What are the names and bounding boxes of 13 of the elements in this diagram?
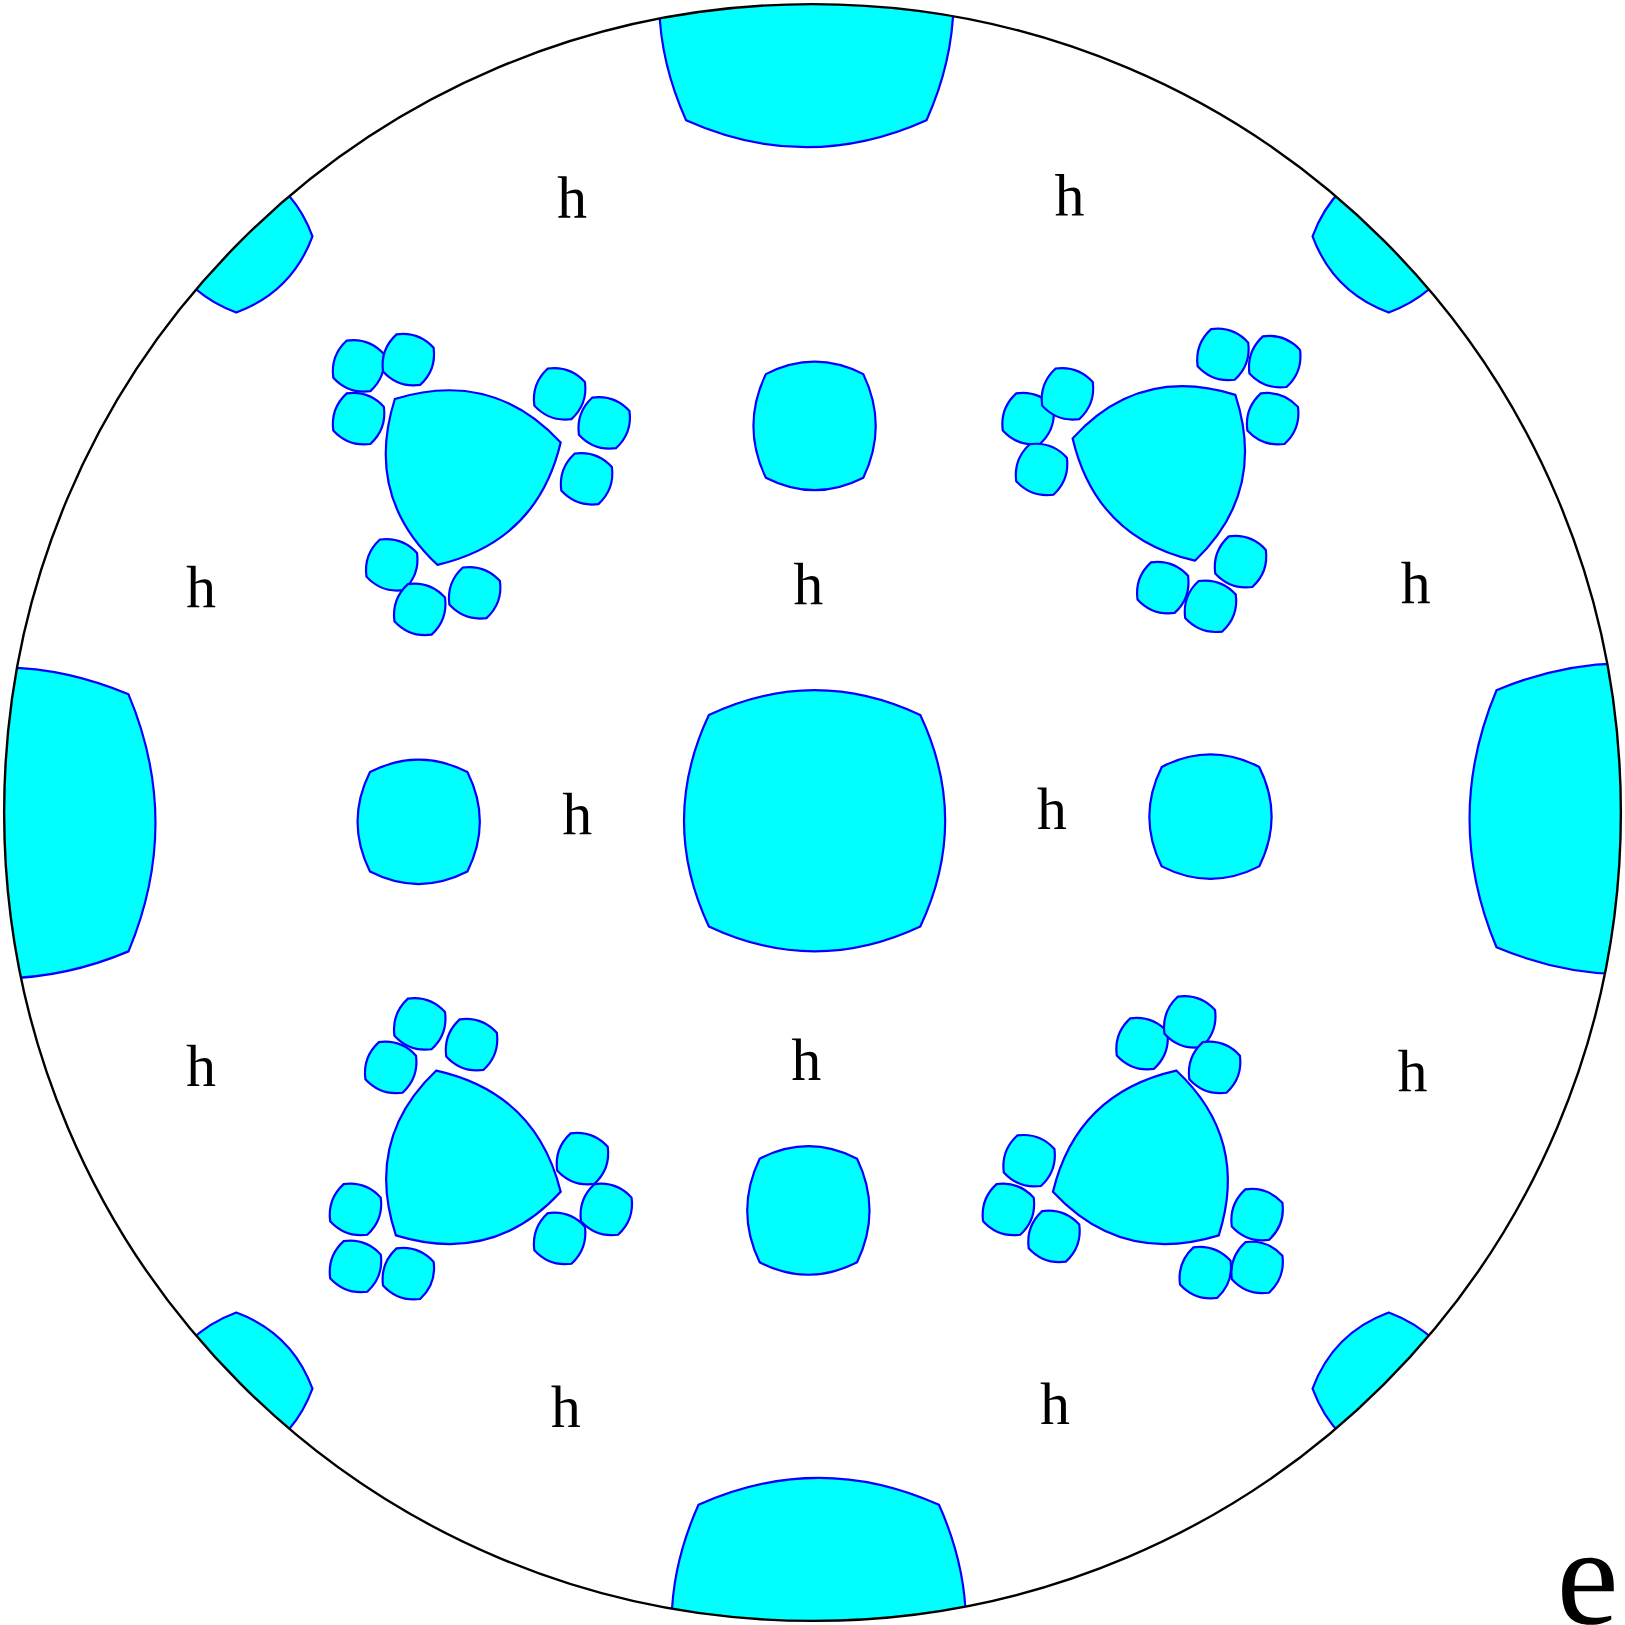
region-label: h <box>557 176 587 218</box>
region-label: h <box>551 1385 580 1428</box>
region-label: h <box>1055 174 1084 216</box>
region-label: h <box>1401 561 1430 604</box>
panel-letter: e <box>1562 1557 1614 1625</box>
region-label: h <box>186 1044 216 1087</box>
region-label: h <box>1398 1049 1427 1092</box>
region-label: h <box>186 565 216 608</box>
region-label: h <box>1040 1382 1070 1424</box>
region-label: h <box>794 562 823 605</box>
region-label: h <box>562 792 592 835</box>
region-label: h <box>791 1038 821 1080</box>
region-label: h <box>1037 787 1067 830</box>
